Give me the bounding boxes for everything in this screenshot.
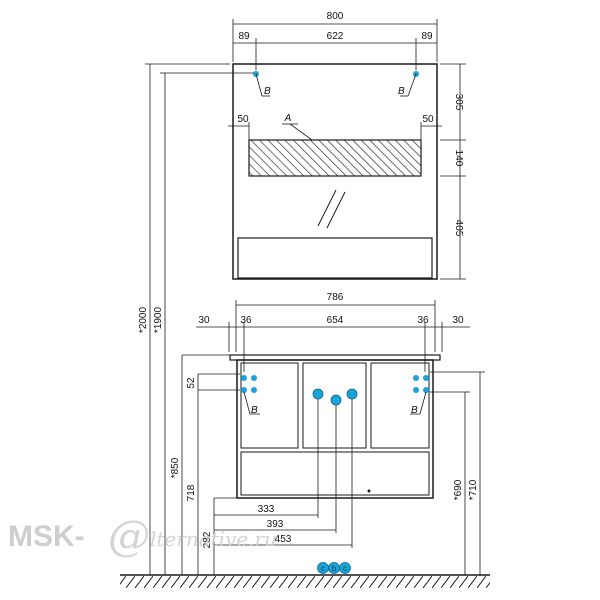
mount-point-icon — [413, 375, 419, 381]
mirror-inset-right-dim: 50 — [422, 114, 434, 125]
height-1900-dim: *1900 — [153, 306, 164, 333]
pipe-connection-icon — [346, 388, 358, 400]
mirror-inset-left-dim: 50 — [237, 114, 249, 125]
height-2000-dim: *2000 — [138, 306, 149, 333]
pipe-legend-label: b — [332, 564, 337, 573]
mirror-hatched-panel — [248, 139, 422, 177]
cabinet-label-b-right: B — [411, 405, 418, 416]
cabinet-offset-left-dim: 36 — [240, 315, 252, 326]
height-52-dim: 52 — [186, 377, 197, 389]
mount-point-icon — [251, 387, 257, 393]
pipe-legend-label: c — [343, 564, 347, 573]
mirror-left-offset-dim: 89 — [238, 31, 250, 42]
pipe-333-dim: 333 — [258, 504, 275, 515]
cabinet-drawer — [240, 451, 430, 496]
cabinet-overhang-right-dim: 30 — [452, 315, 464, 326]
cabinet-compartment-middle — [302, 362, 367, 449]
mirror-shelf — [237, 237, 433, 279]
cabinet-body — [236, 359, 434, 499]
watermark-rest: lternative.ru — [150, 527, 277, 551]
mount-point-icon — [241, 387, 247, 393]
pipe-453-dim: 453 — [275, 534, 292, 545]
height-282-dim: 282 — [202, 531, 213, 548]
height-850-dim: *850 — [170, 457, 181, 478]
cabinet-dimensions — [145, 63, 485, 575]
mount-point-icon — [423, 375, 429, 381]
floor — [120, 574, 490, 588]
pipe-legend: c b c — [317, 562, 351, 574]
mirror-frame — [232, 63, 438, 280]
pipe-connection-icon — [312, 388, 324, 400]
mirror-label-b-right: B — [398, 86, 405, 97]
mount-point-icon — [241, 375, 247, 381]
mount-point-icon — [413, 387, 419, 393]
cabinet-mount-points — [241, 375, 429, 393]
cabinet-inner-width-dim: 654 — [327, 315, 344, 326]
watermark: MSK- @ lternative.ru — [8, 511, 277, 560]
pipe-legend-label: c — [321, 564, 325, 573]
mirror-label-b-left: B — [264, 86, 271, 97]
glass-mark — [317, 189, 337, 227]
mirror-inner-width-dim: 622 — [327, 31, 344, 42]
mount-point-icon — [251, 375, 257, 381]
mirror-right-offset-dim: 89 — [421, 31, 433, 42]
mirror-side-mid-dim: 140 — [453, 150, 464, 167]
mirror-dimensions — [228, 19, 466, 280]
mirror-width-dim: 800 — [327, 11, 344, 22]
watermark-at: @ — [108, 511, 150, 560]
label-a: A — [284, 113, 292, 124]
cabinet-compartment-left — [240, 362, 299, 449]
glass-mark — [326, 191, 346, 229]
mount-point-icon — [423, 387, 429, 393]
cabinet-width-dim: 786 — [327, 292, 344, 303]
cabinet-overhang-left-dim: 30 — [198, 315, 210, 326]
pipe-connection-icon — [330, 394, 342, 406]
height-690-dim: *690 — [453, 479, 464, 500]
watermark-brand: MSK- — [8, 520, 85, 553]
pipe-393-dim: 393 — [267, 519, 284, 530]
height-718-dim: 718 — [186, 484, 197, 501]
cabinet-offset-right-dim: 36 — [417, 315, 429, 326]
mirror-side-top-dim: 305 — [453, 94, 464, 111]
mirror-side-bottom-dim: 405 — [453, 220, 464, 237]
height-710-dim: *710 — [468, 479, 479, 500]
mirror — [232, 63, 438, 280]
cabinet — [229, 354, 441, 499]
pipe-connections — [312, 388, 358, 406]
cabinet-compartment-right — [370, 362, 430, 449]
cabinet-label-b-left: B — [251, 405, 258, 416]
